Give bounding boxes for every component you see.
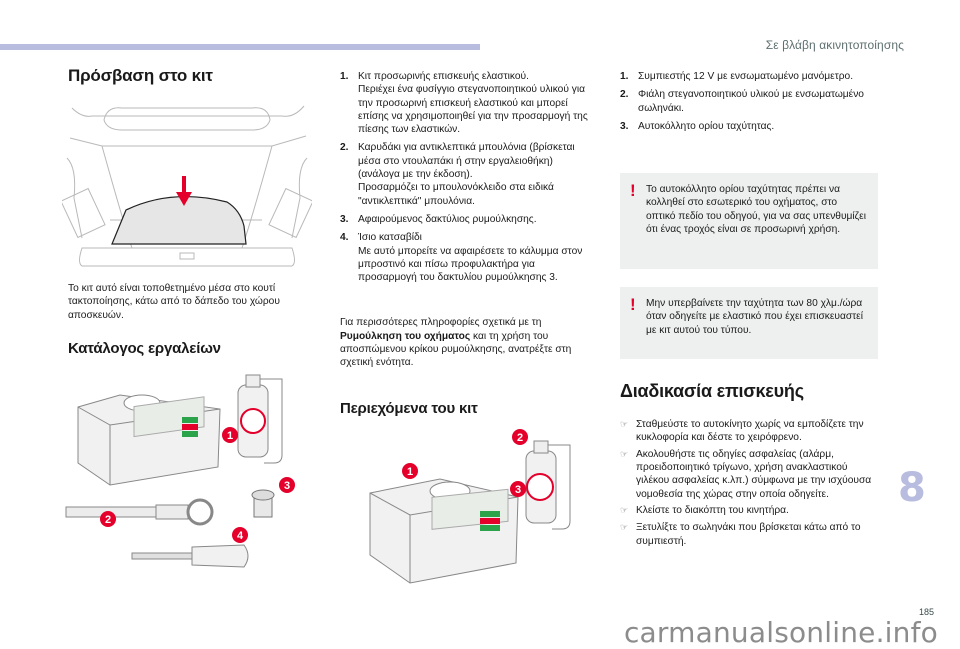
procedure-step: ☞Ακολουθήστε τις οδηγίες ασφαλείας (αλάρ… — [620, 448, 872, 500]
kit-location-text: Το κιτ αυτό είναι τοποθετημένο μέσα στο … — [68, 283, 280, 321]
kit-contents-heading: Περιεχόμενα του κιτ — [340, 399, 478, 417]
tool-list-item: 2. Καρυδάκι για αντικλεπτικά μπουλόνια (… — [340, 142, 575, 207]
compressor-image — [369, 478, 519, 584]
trunk-illustration — [62, 105, 312, 267]
speed-limit-warning: ! Μην υπερβαίνετε την ταχύτητα των 80 χλ… — [620, 287, 878, 360]
kit-contents-item: 3.Αυτοκόλλητο ορίου ταχύτητας. — [620, 120, 775, 132]
warning-icon: ! — [630, 295, 636, 315]
chapter-number: 8 — [898, 465, 926, 511]
access-title: Πρόσβαση στο κιτ — [68, 66, 213, 85]
svg-text:1: 1 — [227, 430, 233, 442]
procedure-step: ☞Σταθμεύστε το αυτοκίνητο χωρίς να εμποδ… — [620, 419, 864, 444]
compressor-image — [77, 394, 221, 486]
tool-list-item: 3. Αφαιρούμενος δακτύλιος ρυμούλκησης. — [340, 213, 537, 225]
towing-eye-image — [65, 498, 214, 526]
svg-text:4: 4 — [237, 530, 244, 542]
tools-heading: Κατάλογος εργαλείων — [68, 339, 221, 357]
svg-text:3: 3 — [284, 480, 290, 492]
section-title: Σε βλάβη ακινητοποίησης — [765, 38, 904, 52]
arrow-down-icon — [176, 176, 192, 206]
header-accent-bar — [0, 44, 480, 50]
warning-icon: ! — [630, 181, 636, 201]
kit-badge-2: 2 — [512, 428, 528, 445]
page-number: 185 — [918, 607, 934, 617]
pointing-hand-icon: ☞ — [620, 522, 629, 533]
pointing-hand-icon: ☞ — [620, 448, 629, 459]
procedure-step: ☞Ξετυλίξτε το σωληνάκι που βρίσκεται κάτ… — [620, 522, 861, 547]
towing-link: Ρυμούλκηση του οχήματος — [340, 330, 471, 342]
sealant-bottle-image — [237, 374, 283, 464]
repair-procedure-heading: Διαδικασία επισκευής — [620, 381, 804, 402]
column-tool-list: 1. Κιτ προσωρινής επισκευής ελαστικού.Πε… — [340, 60, 590, 593]
tool-badge-4: 4 — [232, 526, 248, 543]
svg-text:2: 2 — [105, 514, 111, 526]
column-access: Πρόσβαση στο κιτ Το κιτ αυτό είναι τοποθ… — [62, 60, 318, 577]
towing-info-text: Για περισσότερες πληροφορίες σχετικά με … — [340, 317, 572, 369]
procedure-step: ☞Κλείστε το διακόπτη του κινητήρα. — [620, 504, 789, 516]
kit-contents-item: 1.Συμπιεστής 12 V με ενσωματωμένο μανόμε… — [620, 71, 854, 82]
svg-text:2: 2 — [517, 432, 523, 444]
tool-badge-2: 2 — [100, 510, 116, 527]
tool-badge-1: 1 — [222, 426, 238, 443]
kit-contents-item: 2.Φιάλη στεγανοποιητικού υλικού με ενσωμ… — [620, 89, 864, 114]
tools-illustration: 1 2 3 4 — [65, 374, 295, 568]
column-procedure: 1.Συμπιεστής 12 V με ενσωματωμένο μανόμε… — [620, 60, 878, 551]
watermark: carmanualsonline.info — [623, 616, 938, 649]
storage-box-cover — [111, 195, 247, 245]
tool-badge-3: 3 — [279, 476, 295, 493]
sealant-bottle-image — [525, 440, 571, 530]
svg-text:1: 1 — [407, 466, 413, 478]
kit-badge-1: 1 — [402, 462, 418, 479]
speed-sticker-warning: ! Το αυτοκόλλητο ορίου ταχύτητας πρέπει … — [620, 173, 878, 270]
screwdriver-image — [131, 544, 249, 568]
tool-list-item: 1. Κιτ προσωρινής επισκευής ελαστικού.Πε… — [340, 71, 588, 136]
svg-text:3: 3 — [515, 484, 521, 496]
procedure-steps: ☞Σταθμεύστε το αυτοκίνητο χωρίς να εμποδ… — [620, 418, 878, 548]
anti-theft-socket-image — [251, 489, 275, 518]
kit-badge-3: 3 — [510, 480, 526, 497]
tool-list: 1. Κιτ προσωρινής επισκευής ελαστικού.Πε… — [340, 70, 590, 284]
pointing-hand-icon: ☞ — [620, 419, 629, 430]
kit-contents-list: 1.Συμπιεστής 12 V με ενσωματωμένο μανόμε… — [620, 70, 878, 133]
kit-contents-illustration: 1 2 3 — [369, 428, 571, 584]
pointing-hand-icon: ☞ — [620, 504, 629, 515]
